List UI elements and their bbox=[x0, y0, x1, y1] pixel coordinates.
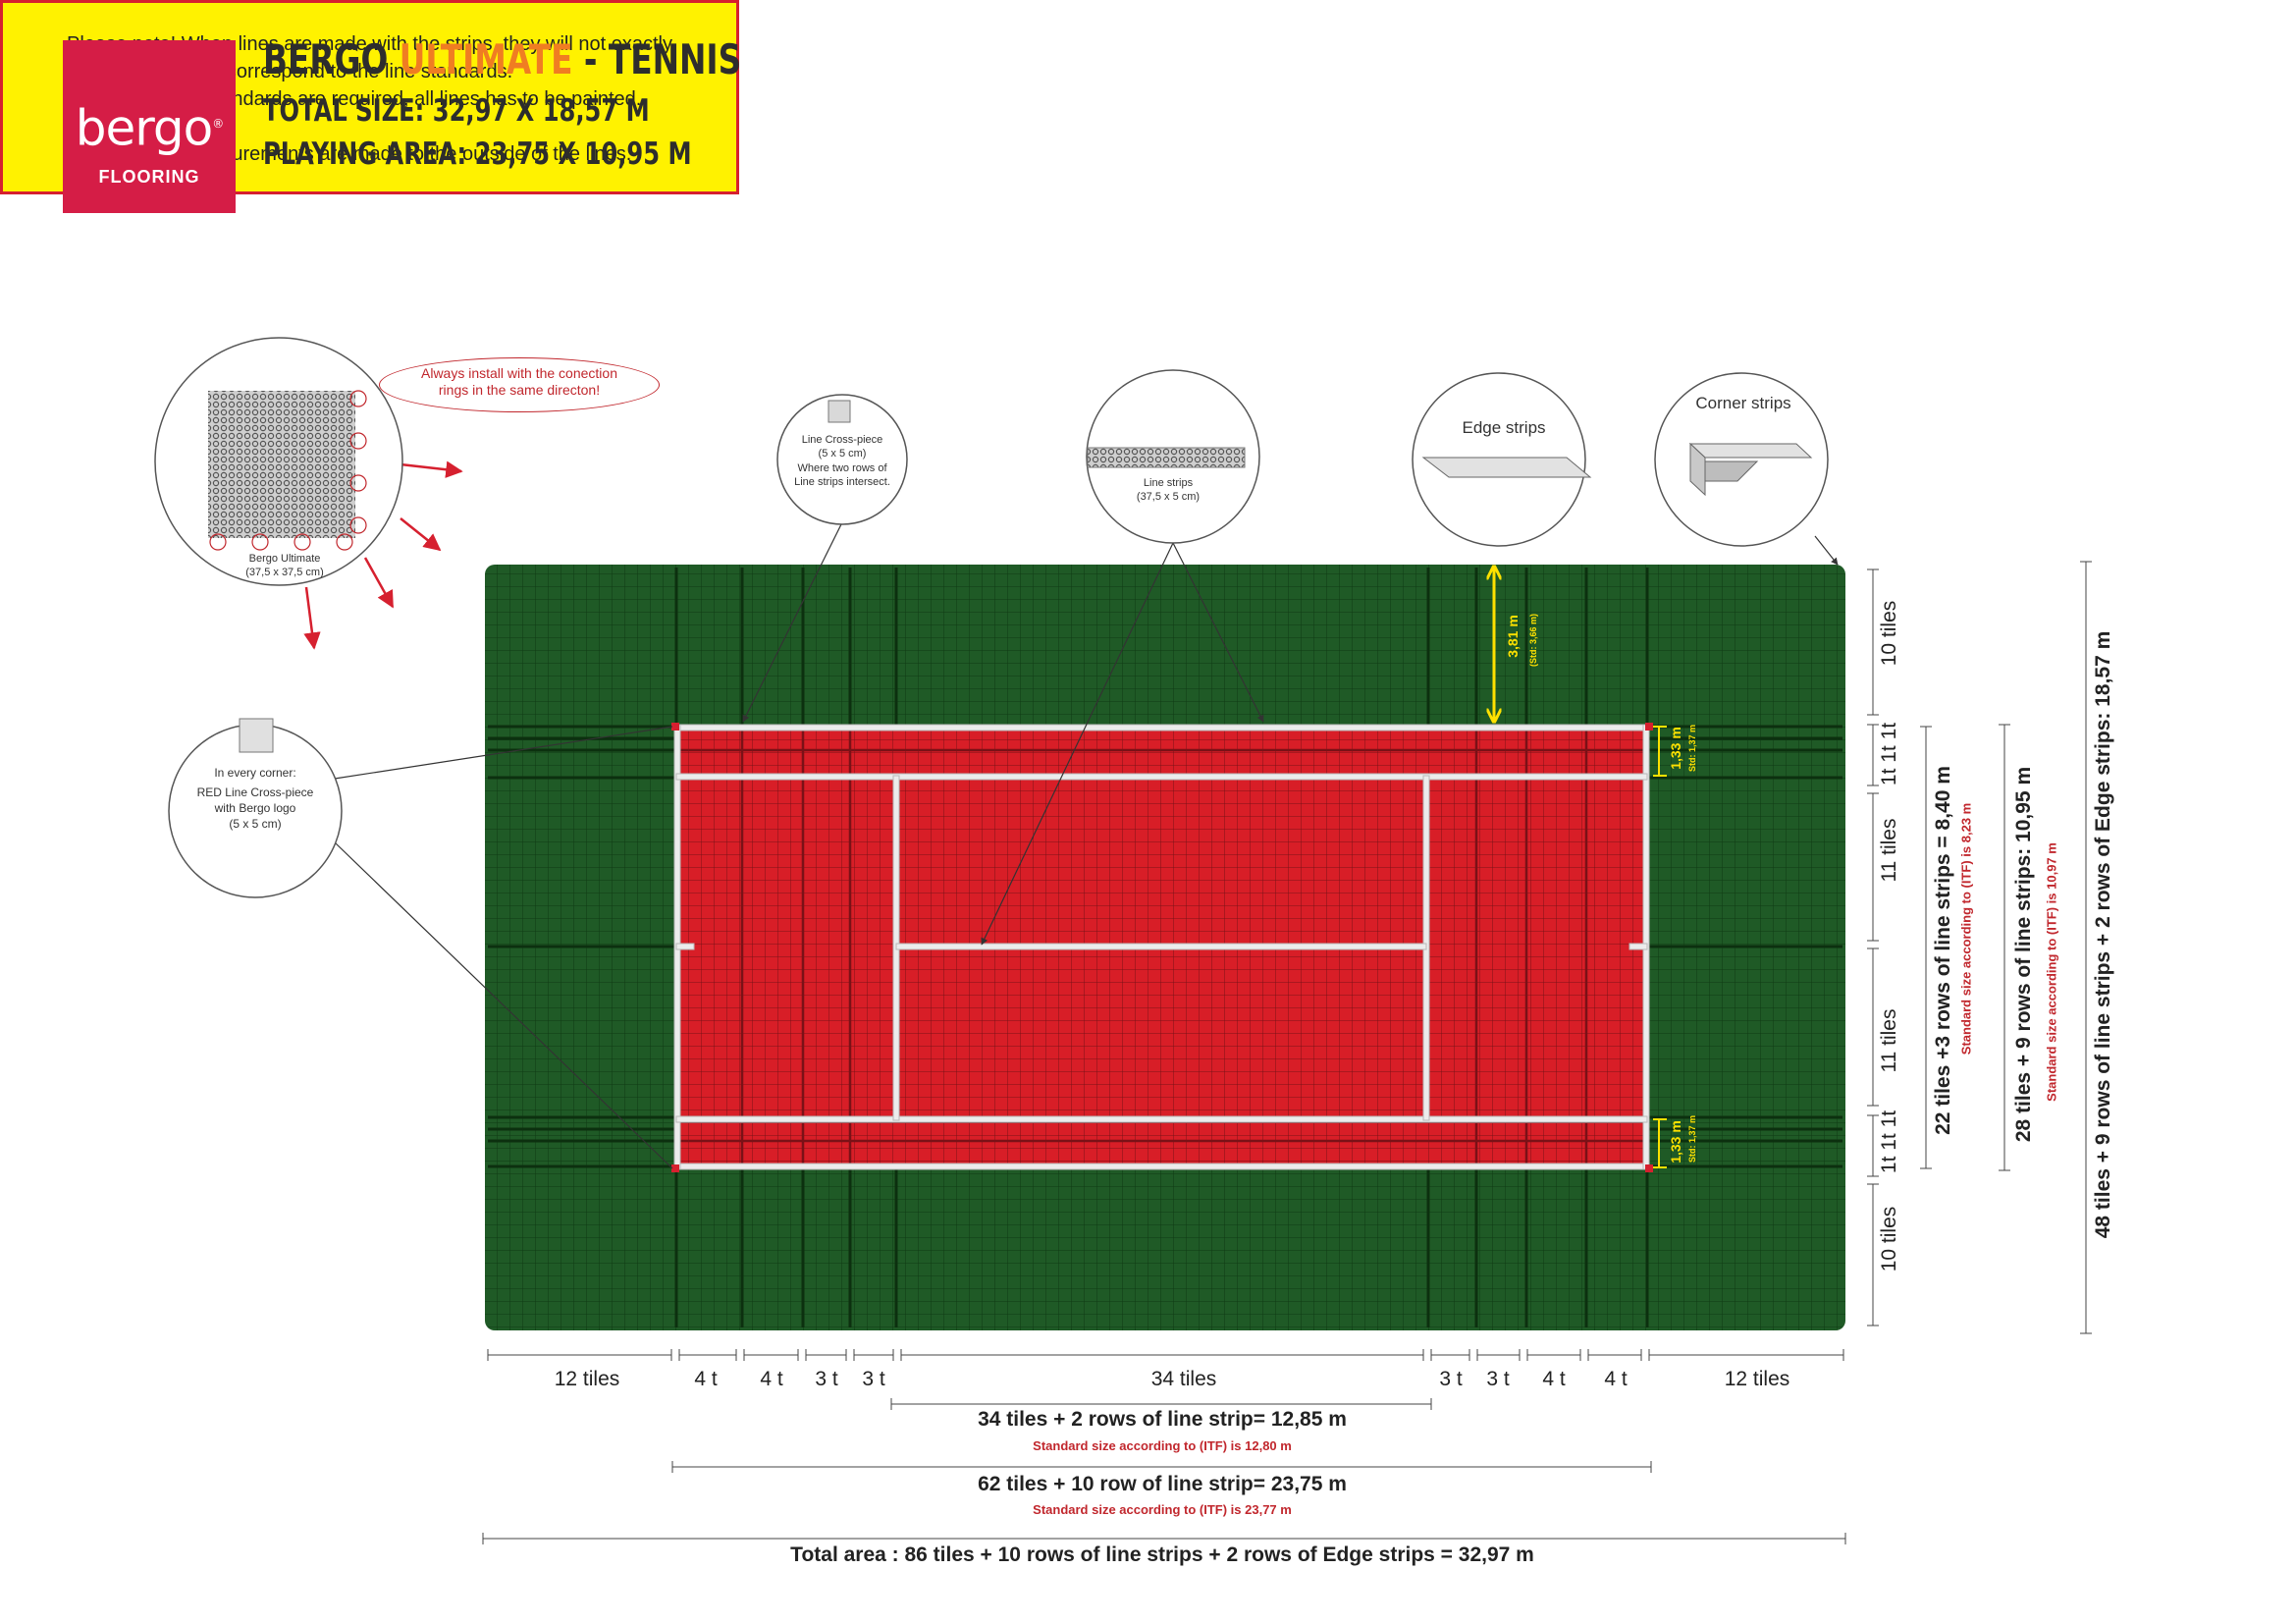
red-corner-text: (5 x 5 cm) bbox=[229, 817, 282, 831]
alley-top-std: Std: 1,37 m bbox=[1687, 724, 1697, 773]
page-title: BERGO ULTIMATE - TENNIS bbox=[263, 35, 741, 83]
logo-word: bergo bbox=[75, 99, 214, 157]
red-corner-piece-image bbox=[239, 718, 274, 753]
line-strip-image bbox=[1087, 447, 1246, 468]
corner-strip-image bbox=[1688, 442, 1813, 497]
cross-piece-desc: Where two rows of bbox=[797, 462, 887, 474]
height-sum-2: 28 tiles + 9 rows of line strips: 10,95 … bbox=[2012, 766, 2035, 1143]
side-segment-label: 1t 1t 1t bbox=[1878, 722, 1900, 786]
alley-top-label: 1,33 m bbox=[1668, 727, 1683, 770]
segment-label: 12 tiles bbox=[1724, 1368, 1790, 1390]
playing-area: PLAYING AREA: 23,75 X 10,95 M bbox=[263, 136, 692, 172]
title-brand: BERGO bbox=[263, 35, 400, 83]
tile-name: Bergo Ultimate bbox=[248, 553, 321, 565]
cross-piece-name: Line Cross-piece bbox=[801, 434, 883, 446]
cross-piece-callout-circle bbox=[776, 394, 908, 525]
segment-label: 3 t bbox=[1486, 1368, 1510, 1390]
segment-label: 4 t bbox=[1542, 1368, 1566, 1390]
height-std-2: Standard size according to (ITF) is 10,9… bbox=[2044, 842, 2059, 1102]
direction-arrows bbox=[303, 460, 463, 650]
segment-label: 3 t bbox=[815, 1368, 838, 1390]
logo-subtitle: FLOORING bbox=[98, 166, 200, 187]
alley-bottom-label: 1,33 m bbox=[1668, 1120, 1683, 1164]
height-std-1: Standard size according to (ITF) is 8,23… bbox=[1958, 802, 1974, 1056]
segment-label: 12 tiles bbox=[554, 1368, 620, 1390]
title-product: ULTIMATE bbox=[399, 35, 573, 83]
install-direction-note: Always install with the conection rings … bbox=[379, 357, 660, 412]
red-corner-text: RED Line Cross-piece bbox=[196, 785, 314, 799]
segment-label: 4 t bbox=[1604, 1368, 1628, 1390]
note-line: All court measurements are made to the o… bbox=[107, 143, 632, 165]
vertical-dimension-lines bbox=[1867, 561, 2092, 1334]
tile-size: (37,5 x 37,5 cm) bbox=[245, 567, 324, 578]
court-strip-lines bbox=[678, 729, 1645, 1165]
red-corner-pieces bbox=[671, 723, 1653, 1172]
side-segment-label: 11 tiles bbox=[1878, 1008, 1900, 1073]
cross-piece-size: (5 x 5 cm) bbox=[818, 448, 867, 460]
runback-std: (Std: 3,66 m) bbox=[1528, 613, 1538, 668]
cross-piece-image bbox=[828, 400, 851, 423]
callout-leaders bbox=[334, 521, 1839, 1169]
tile-image bbox=[208, 391, 355, 538]
side-segment-label: 10 tiles bbox=[1878, 600, 1900, 667]
segment-label: 4 t bbox=[694, 1368, 718, 1390]
bergo-logo: bergo® FLOORING bbox=[63, 40, 236, 213]
width-std-2: Standard size according to (ITF) is 23,7… bbox=[1033, 1502, 1292, 1517]
connection-rings bbox=[209, 390, 367, 551]
red-corner-text: In every corner: bbox=[214, 766, 296, 780]
registered-mark: ® bbox=[212, 117, 224, 132]
side-segment-label: 1t 1t 1t bbox=[1878, 1110, 1900, 1174]
segment-label: 34 tiles bbox=[1150, 1368, 1217, 1390]
title-sport: - TENNIS bbox=[572, 35, 742, 83]
width-sum-2: 62 tiles + 10 row of line strip= 23,75 m bbox=[978, 1473, 1347, 1495]
corner-strips-callout-circle bbox=[1654, 372, 1829, 547]
width-std-1: Standard size according to (ITF) is 12,8… bbox=[1033, 1438, 1292, 1453]
line-strips-name: Line strips bbox=[1143, 477, 1194, 489]
segment-label: 4 t bbox=[760, 1368, 783, 1390]
height-total: 48 tiles + 9 rows of line strips + 2 row… bbox=[2092, 630, 2114, 1239]
height-sum-1: 22 tiles +3 rows of line strips = 8,40 m bbox=[1932, 766, 1954, 1135]
cross-piece-desc: Line strips intersect. bbox=[794, 476, 890, 488]
corner-strips-title: Corner strips bbox=[1695, 394, 1791, 412]
horizontal-dimension-lines bbox=[482, 1349, 1846, 1544]
alley-bottom-std: Std: 1,37 m bbox=[1687, 1114, 1697, 1164]
width-total: Total area : 86 tiles + 10 rows of line … bbox=[790, 1543, 1534, 1566]
width-sum-1: 34 tiles + 2 rows of line strip= 12,85 m bbox=[978, 1408, 1347, 1431]
line-strips-size: (37,5 x 5 cm) bbox=[1136, 491, 1201, 503]
total-size: TOTAL SIZE: 32,97 X 18,57 M bbox=[263, 93, 650, 129]
red-corner-text: with Bergo logo bbox=[214, 801, 296, 815]
segment-label: 3 t bbox=[1439, 1368, 1463, 1390]
note-line: correspond to the line standards. bbox=[226, 61, 513, 82]
segment-label: 3 t bbox=[862, 1368, 885, 1390]
edge-strip-image bbox=[1421, 457, 1592, 478]
side-segment-label: 10 tiles bbox=[1878, 1206, 1900, 1272]
side-segment-label: 11 tiles bbox=[1878, 818, 1900, 883]
court-lines bbox=[673, 724, 1650, 1170]
edge-strips-title: Edge strips bbox=[1462, 418, 1546, 437]
runback-label: 3,81 m bbox=[1505, 615, 1521, 658]
